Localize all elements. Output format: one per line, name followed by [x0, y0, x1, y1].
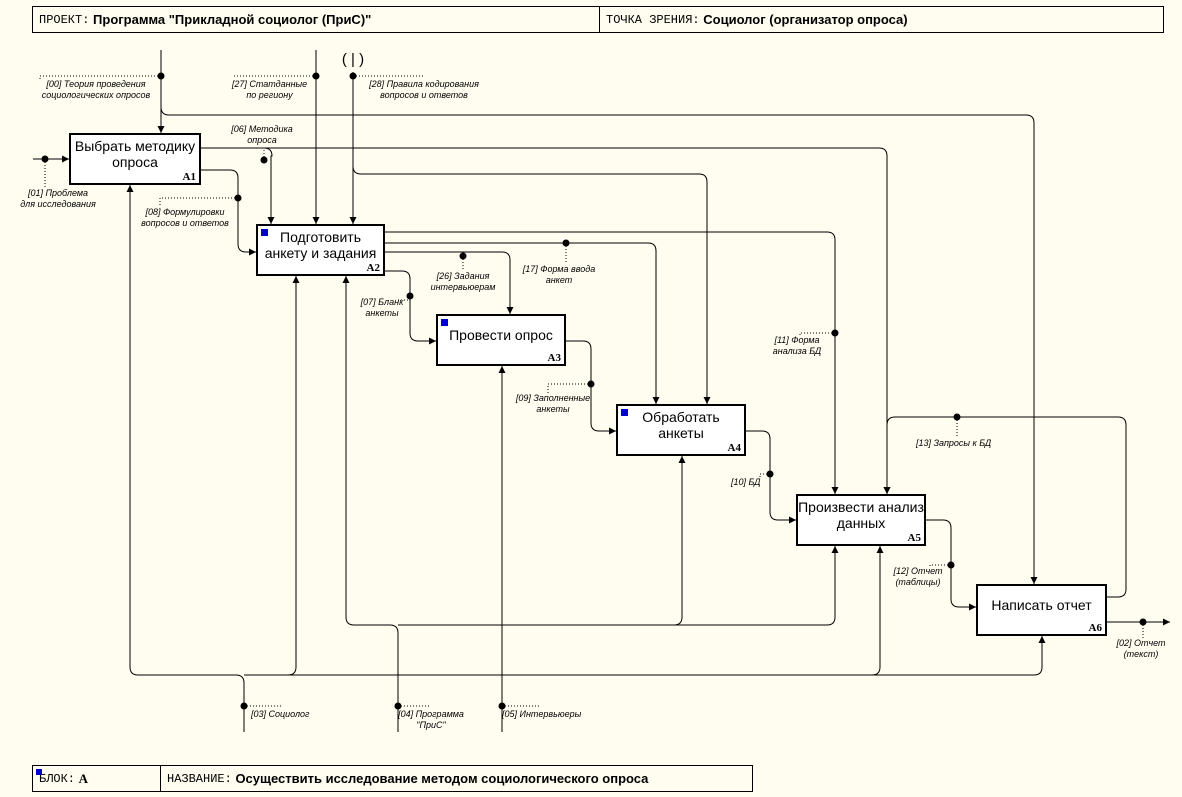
arrow-07	[385, 270, 436, 345]
box-title-line-1: Провести опрос	[449, 327, 553, 343]
leader-09	[547, 383, 591, 393]
box-title-line-2: анкеты	[658, 425, 704, 441]
arrow-label-13: [13] Запросы к БД	[916, 438, 992, 448]
arrow-label-02: [02] Отчет(текст)	[1116, 638, 1166, 659]
arrow-label-03: [03] Социолог	[251, 709, 310, 719]
arrow-28-branch	[352, 165, 711, 404]
arrow-label-10: [10] БД	[731, 477, 761, 487]
box-number: A2	[366, 262, 380, 274]
box-number: A5	[907, 532, 921, 544]
junction-dot	[562, 239, 570, 247]
activity-box-a6[interactable]: Написать отчет A6	[976, 584, 1107, 636]
arrow-06	[201, 147, 891, 494]
arrow-17	[385, 242, 660, 404]
decomposition-marker-icon	[261, 229, 268, 236]
title-label: НАЗВАНИЕ:	[167, 771, 232, 786]
node-label: БЛОК:	[39, 771, 76, 786]
junction-dot	[498, 702, 506, 710]
junction-dot	[240, 702, 248, 710]
project-value: Программа "Прикладной социолог (ПриС)"	[93, 12, 372, 27]
node-marker-icon	[36, 769, 42, 775]
arrow-03-a5	[244, 546, 884, 676]
box-title-line-1: Обработать	[642, 409, 720, 425]
node-footer: БЛОК: A	[32, 765, 161, 792]
box-title-line-1: Произвести анализ	[798, 499, 924, 515]
box-title-line-1: Написать отчет	[991, 597, 1092, 613]
project-label: ПРОЕКТ:	[39, 12, 90, 27]
arrow-03-a6	[244, 636, 1046, 676]
activity-box-a3[interactable]: Провести опрос A3	[436, 314, 566, 366]
decomposition-marker-icon	[441, 319, 448, 326]
arrow-label-05: [05] Интервьюеры	[502, 709, 582, 719]
project-header: ПРОЕКТ: Программа "Прикладной социолог (…	[32, 6, 600, 33]
leader-08	[159, 197, 238, 207]
arrow-03-bus	[126, 185, 245, 732]
box-number: A4	[727, 442, 741, 454]
decomposition-marker-icon	[621, 409, 628, 416]
title-value: Осуществить исследование методом социоло…	[235, 771, 649, 786]
junction-dot	[766, 470, 774, 478]
arrow-00-branch	[160, 76, 1038, 584]
viewpoint-header: ТОЧКА ЗРЕНИЯ: Социолог (организатор опро…	[599, 6, 1164, 33]
junction-dot	[1139, 618, 1147, 626]
arrow-06-to-a2	[263, 147, 275, 224]
junction-dot	[394, 702, 402, 710]
box-number: A6	[1088, 622, 1102, 634]
title-footer: НАЗВАНИЕ: Осуществить исследование метод…	[160, 765, 753, 792]
junction-dot	[587, 380, 595, 388]
arrow-04-a4	[398, 456, 686, 626]
junction-dot	[947, 561, 955, 569]
arrow-13	[883, 416, 1127, 598]
node-value: A	[78, 770, 89, 786]
arrow-08	[201, 169, 256, 256]
box-title-line-2: данных	[836, 515, 886, 531]
box-title-line-1: Подготовить	[280, 229, 361, 245]
junction-dot	[260, 156, 268, 164]
box-number: A1	[182, 171, 196, 183]
box-number: A3	[547, 352, 561, 364]
arrow-03-a2	[244, 276, 300, 676]
arrow-04-a5	[398, 546, 839, 626]
junction-dot	[953, 413, 961, 421]
junction-dot	[41, 155, 49, 163]
arrow-11	[385, 231, 839, 494]
leader-07	[398, 296, 411, 301]
tunnel-symbol: ( | )	[342, 51, 364, 68]
arrow-label-12: [12] Отчет(таблицы)	[893, 566, 943, 587]
junction-dot	[312, 72, 320, 80]
viewpoint-label: ТОЧКА ЗРЕНИЯ:	[606, 12, 700, 27]
viewpoint-value: Социолог (организатор опроса)	[703, 12, 908, 27]
leader-12	[929, 564, 951, 566]
junction-dot	[234, 194, 242, 202]
leader-11	[799, 332, 835, 335]
junction-dot	[831, 329, 839, 337]
junction-dot	[459, 252, 467, 260]
arrow-label-04: [04] Программа"ПриС"	[398, 709, 464, 730]
junction-dot	[406, 292, 414, 300]
box-title-line-2: анкету и задания	[264, 245, 377, 261]
arrow-26	[385, 251, 514, 314]
junction-dot	[157, 72, 165, 80]
box-title-line-2: опроса	[112, 154, 158, 170]
leader-00	[39, 75, 161, 79]
junction-dot	[349, 72, 357, 80]
box-title-line-1: Выбрать методику	[74, 138, 196, 154]
arrow-04-bus	[342, 276, 399, 732]
